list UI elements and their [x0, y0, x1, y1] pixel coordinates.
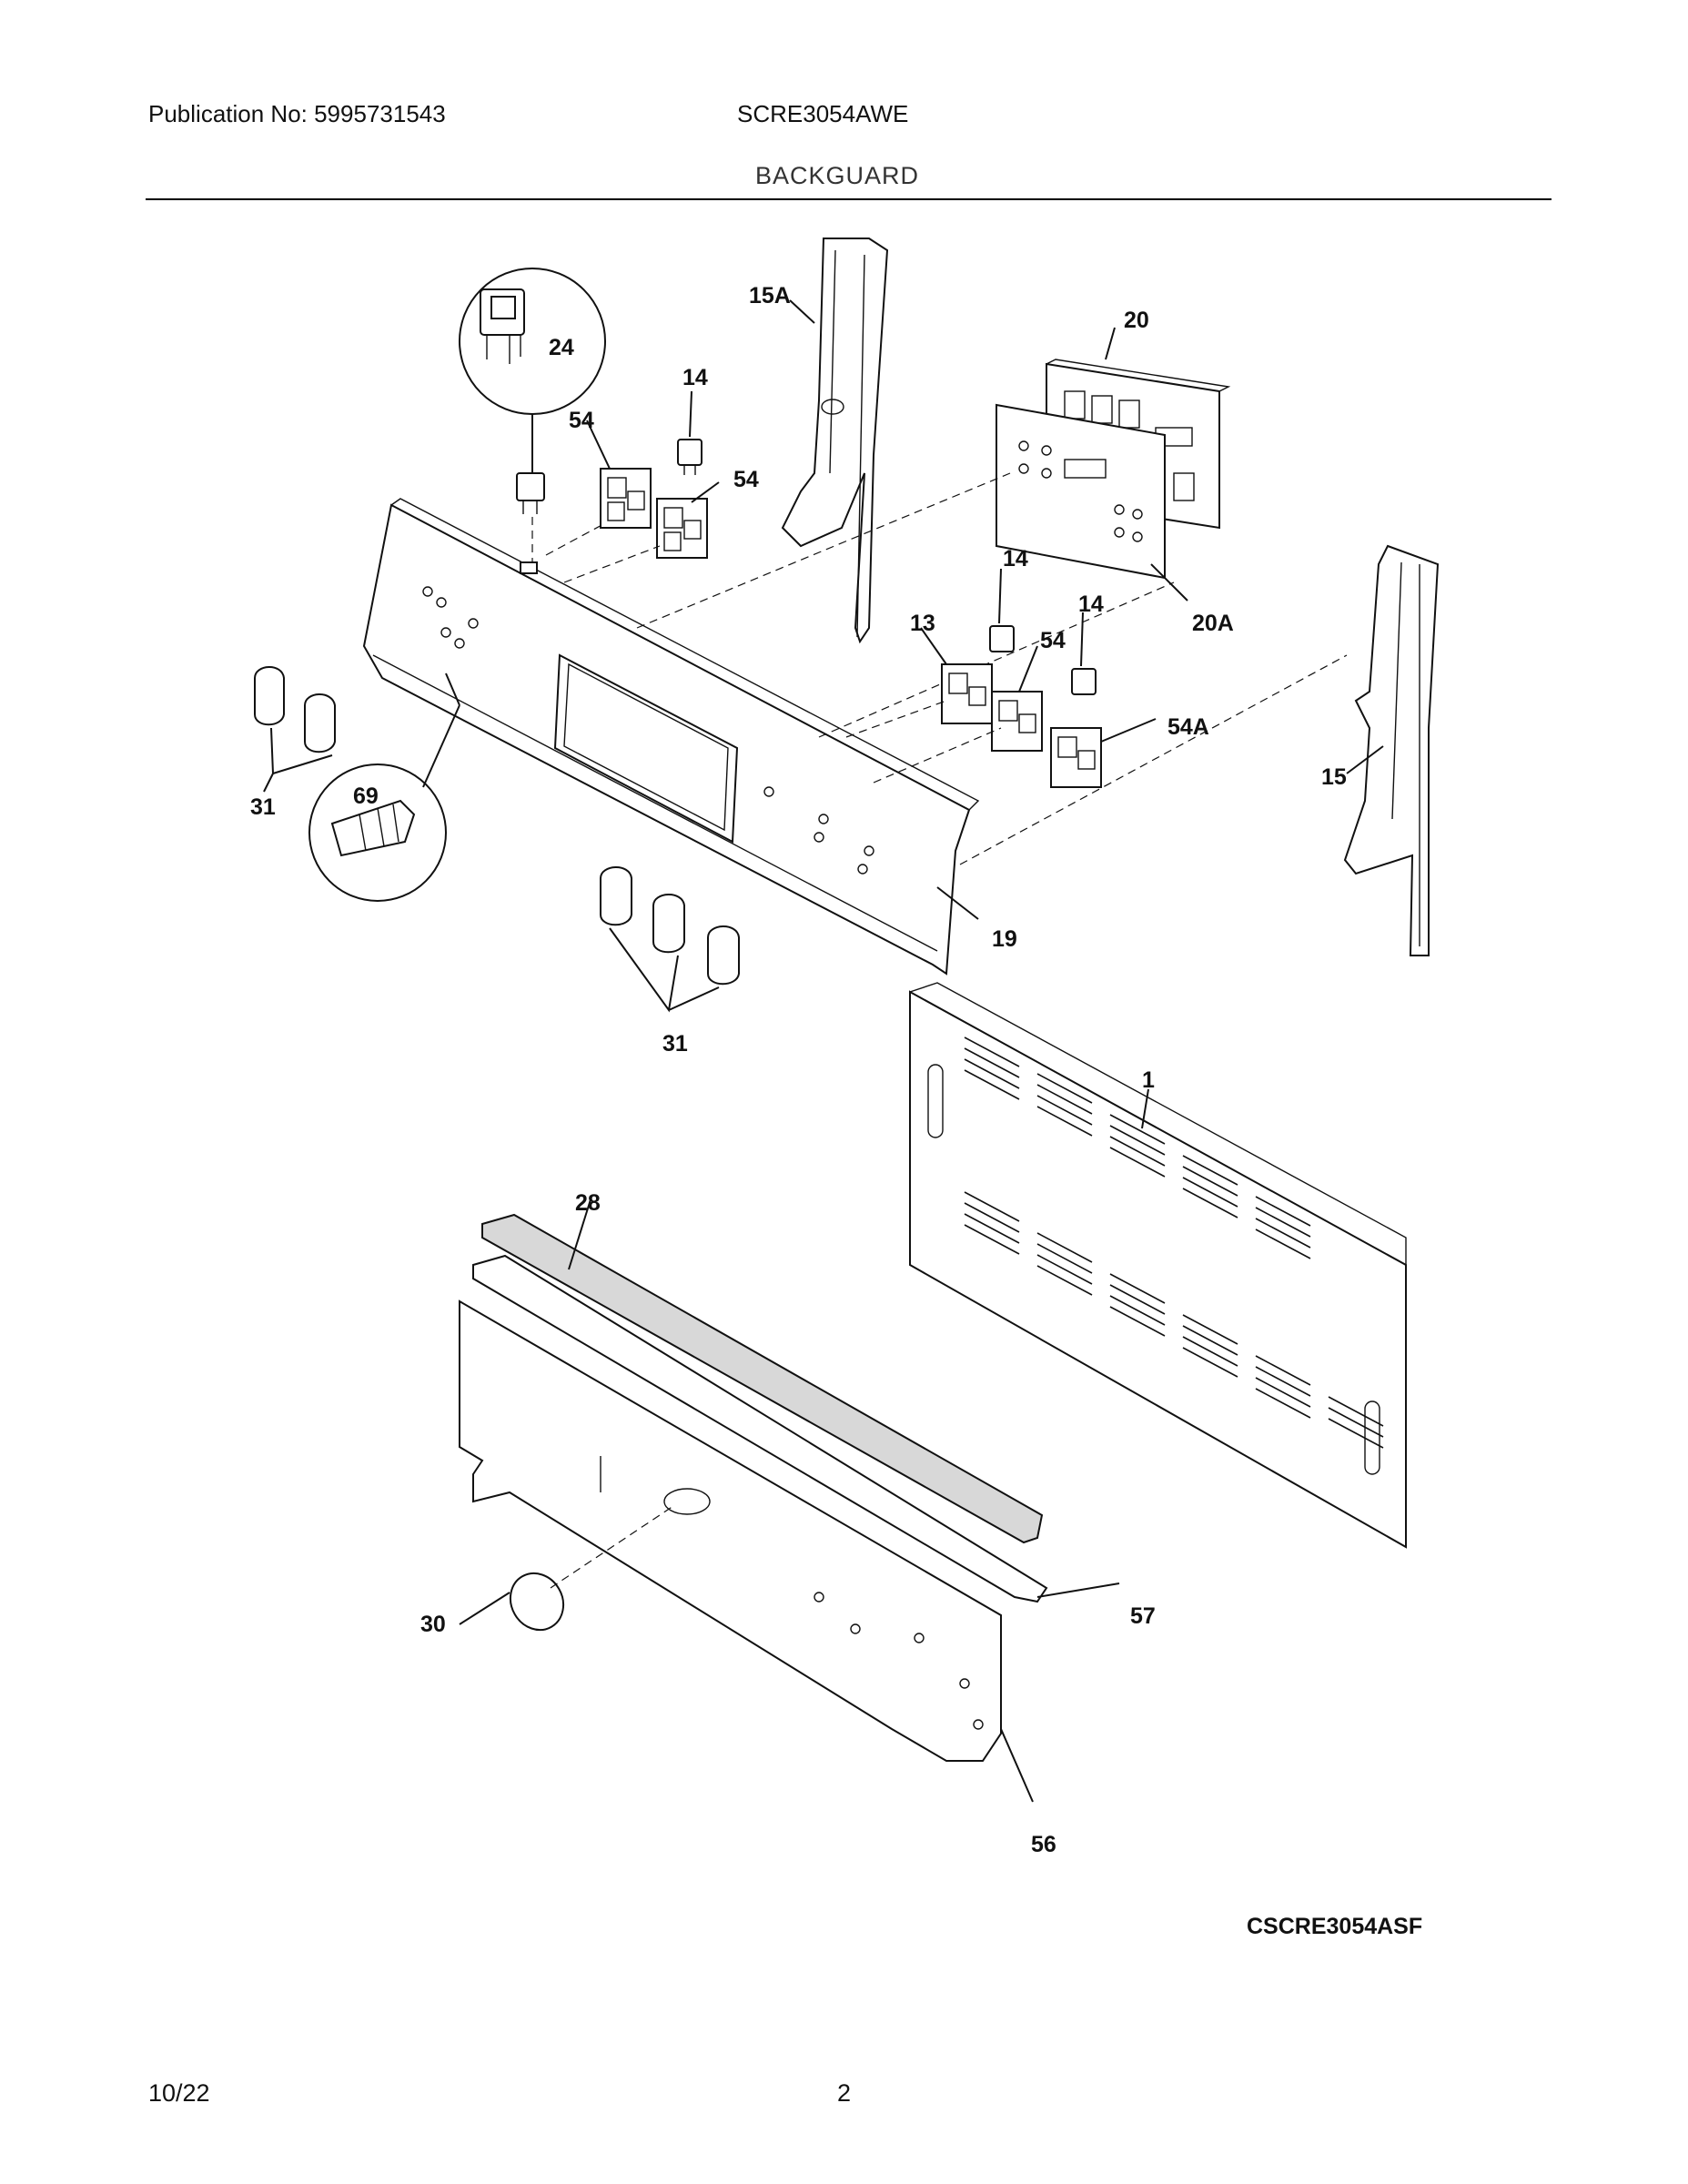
rear-panel-1: [909, 982, 1407, 1549]
callout-31-bottom: 31: [662, 1031, 688, 1057]
callout-14-right: 14: [1078, 592, 1104, 617]
callout-20: 20: [1124, 308, 1149, 333]
callout-54-upper-left: 54: [569, 408, 594, 433]
callout-56: 56: [1031, 1832, 1056, 1857]
callout-69: 69: [353, 784, 379, 809]
callout-14-upper: 14: [682, 365, 708, 390]
bracket-15A: [781, 238, 889, 644]
callout-15A: 15A: [749, 283, 791, 308]
panel-vents: [964, 1036, 1384, 1449]
console-19: [362, 472, 1348, 976]
revision-date: 10/22: [148, 2079, 210, 2107]
callout-15: 15: [1321, 764, 1347, 790]
panel-56: [459, 1299, 1034, 1803]
callout-54A: 54A: [1167, 714, 1209, 740]
callout-30: 30: [420, 1612, 446, 1637]
switch-24-detail: [459, 268, 606, 564]
bracket-15: [1343, 544, 1440, 956]
callout-14-mid: 14: [1003, 546, 1028, 571]
knobs-left: [254, 666, 336, 793]
publication-number: Publication No: 5995731543: [148, 100, 446, 127]
callout-31-left: 31: [250, 794, 276, 820]
channel-57: [472, 1254, 1120, 1603]
callout-57: 57: [1130, 1603, 1156, 1629]
callout-13: 13: [910, 611, 935, 636]
callout-54-upper-right: 54: [733, 467, 759, 492]
lower-switches: [845, 568, 1157, 788]
callout-19: 19: [992, 926, 1017, 952]
callout-24: 24: [549, 335, 574, 360]
screw-69-detail: [308, 672, 460, 902]
plug-30: [459, 1505, 674, 1632]
diagram-code: CSCRE3054ASF: [1247, 1914, 1423, 1939]
section-title: BACKGUARD: [755, 162, 920, 189]
knobs-bottom: [600, 866, 740, 1013]
callout-1: 1: [1142, 1067, 1155, 1093]
header-rule: [146, 198, 1552, 200]
trim-28: [481, 1196, 1044, 1544]
page-number: 2: [837, 2079, 852, 2107]
callout-20A: 20A: [1192, 611, 1234, 636]
callout-28: 28: [575, 1190, 601, 1216]
model-number: SCRE3054AWE: [737, 100, 909, 127]
overlay-20A: [996, 403, 1188, 602]
upper-switches: [545, 390, 720, 583]
callout-54-lower: 54: [1040, 628, 1066, 653]
